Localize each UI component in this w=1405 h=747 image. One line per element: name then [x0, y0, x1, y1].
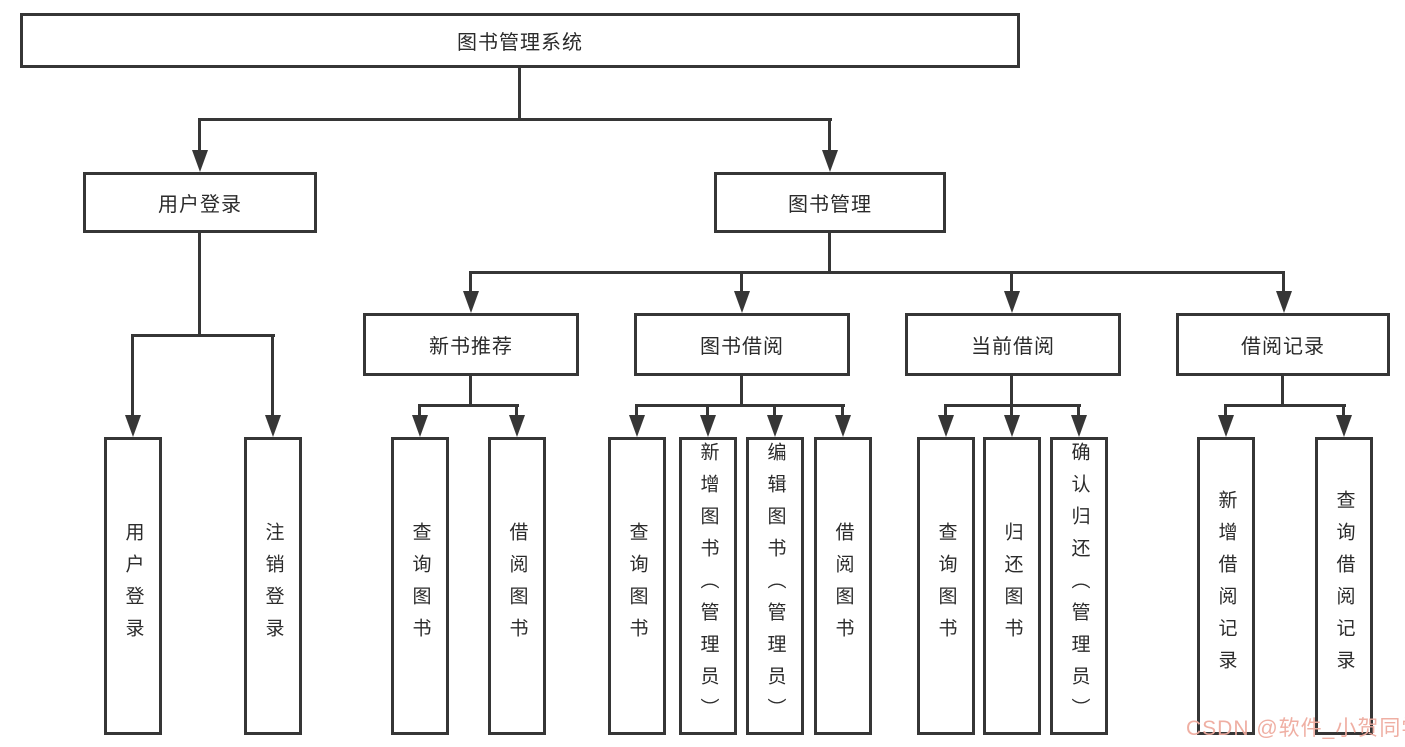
connector-borrow-stem: [740, 376, 743, 406]
leaf-borrow-borrow-books-label: 借阅图书: [832, 522, 854, 650]
node-book-management-label: 图书管理: [788, 194, 872, 216]
leaf-records-add-record: 新增借阅记录: [1197, 437, 1255, 735]
node-root-system: 图书管理系统: [20, 13, 1020, 68]
connector-borrow-branch: [635, 404, 845, 407]
leaf-borrow-edit-books-admin: 编辑图书（管理员）: [746, 437, 804, 735]
connector-book-branch: [469, 271, 1285, 274]
node-new-book-recommend: 新书推荐: [363, 313, 579, 376]
arrow-head-leaf-logout: [265, 415, 281, 437]
leaf-borrow-add-books-admin-label: 新增图书（管理员）: [697, 442, 719, 730]
arrow-head-current-borrow: [1004, 291, 1020, 313]
connector-user-branch: [131, 334, 275, 337]
arrow-head-borrow-records: [1276, 291, 1292, 313]
arrow-line-book-borrow: [740, 273, 743, 293]
arrow-line-records-query: [1342, 406, 1345, 417]
arrow-head-records-query: [1336, 415, 1352, 437]
arrow-head-borrow-add: [700, 415, 716, 437]
arrow-head-borrow-query: [629, 415, 645, 437]
connector-root-stem: [518, 66, 521, 120]
connector-book-stem: [828, 233, 831, 273]
node-current-borrow-label: 当前借阅: [971, 336, 1055, 358]
arrow-line-recommend-query: [418, 406, 421, 417]
leaf-user-login-label: 用户登录: [122, 522, 144, 650]
leaf-borrow-add-books-admin: 新增图书（管理员）: [679, 437, 737, 735]
leaf-current-query-books-label: 查询图书: [935, 522, 957, 650]
arrow-line-user-login: [198, 120, 201, 152]
arrow-head-borrow-borrow: [835, 415, 851, 437]
arrow-line-recommend-borrow: [515, 406, 518, 417]
leaf-borrow-query-books: 查询图书: [608, 437, 666, 735]
leaf-current-confirm-return-admin-label: 确认归还（管理员）: [1068, 442, 1090, 730]
leaf-records-query-record-label: 查询借阅记录: [1333, 490, 1355, 682]
connector-records-stem: [1281, 376, 1284, 406]
leaf-current-return-books-label: 归还图书: [1001, 522, 1023, 650]
leaf-recommend-query-books-label: 查询图书: [409, 522, 431, 650]
arrow-head-new-book-recommend: [463, 291, 479, 313]
arrow-head-recommend-query: [412, 415, 428, 437]
arrow-line-current-borrow: [1010, 273, 1013, 293]
arrow-line-borrow-edit: [773, 406, 776, 417]
arrow-head-book-management: [822, 150, 838, 172]
arrow-head-book-borrow: [734, 291, 750, 313]
arrow-line-new-book-recommend: [469, 273, 472, 293]
arrow-line-borrow-borrow: [841, 406, 844, 417]
arrow-line-current-confirm: [1077, 406, 1080, 417]
arrow-head-current-query: [938, 415, 954, 437]
arrow-line-book-management: [828, 120, 831, 152]
arrow-head-current-return: [1004, 415, 1020, 437]
node-user-login: 用户登录: [83, 172, 317, 233]
leaf-current-return-books: 归还图书: [983, 437, 1041, 735]
leaf-borrow-borrow-books: 借阅图书: [814, 437, 872, 735]
leaf-records-query-record: 查询借阅记录: [1315, 437, 1373, 735]
node-borrow-records-label: 借阅记录: [1241, 336, 1325, 358]
node-book-borrow-label: 图书借阅: [700, 336, 784, 358]
node-root-label: 图书管理系统: [457, 32, 583, 54]
arrow-line-leaf-user-login: [131, 336, 134, 415]
arrow-line-leaf-logout: [271, 336, 274, 415]
connector-current-stem: [1010, 376, 1013, 406]
leaf-recommend-query-books: 查询图书: [391, 437, 449, 735]
connector-records-branch: [1224, 404, 1346, 407]
node-current-borrow: 当前借阅: [905, 313, 1121, 376]
node-book-borrow: 图书借阅: [634, 313, 850, 376]
connector-current-branch: [944, 404, 1081, 407]
node-book-management: 图书管理: [714, 172, 946, 233]
leaf-logout-login: 注销登录: [244, 437, 302, 735]
arrow-head-user-login: [192, 150, 208, 172]
leaf-borrow-query-books-label: 查询图书: [626, 522, 648, 650]
arrow-line-current-return: [1010, 406, 1013, 417]
leaf-current-query-books: 查询图书: [917, 437, 975, 735]
leaf-borrow-edit-books-admin-label: 编辑图书（管理员）: [764, 442, 786, 730]
connector-root-branch: [198, 118, 832, 121]
node-user-login-label: 用户登录: [158, 194, 242, 216]
node-new-book-recommend-label: 新书推荐: [429, 336, 513, 358]
arrow-head-current-confirm: [1071, 415, 1087, 437]
arrow-line-borrow-add: [706, 406, 709, 417]
arrow-line-current-query: [944, 406, 947, 417]
leaf-recommend-borrow-books: 借阅图书: [488, 437, 546, 735]
arrow-line-borrow-query: [635, 406, 638, 417]
connector-user-stem: [198, 233, 201, 336]
leaf-current-confirm-return-admin: 确认归还（管理员）: [1050, 437, 1108, 735]
arrow-head-records-add: [1218, 415, 1234, 437]
connector-recommend-branch: [418, 404, 519, 407]
arrow-head-leaf-user-login: [125, 415, 141, 437]
leaf-recommend-borrow-books-label: 借阅图书: [506, 522, 528, 650]
csdn-watermark: CSDN @软件_小贺同学: [1186, 717, 1405, 740]
leaf-logout-login-label: 注销登录: [262, 522, 284, 650]
node-borrow-records: 借阅记录: [1176, 313, 1390, 376]
arrow-line-records-add: [1224, 406, 1227, 417]
arrow-head-recommend-borrow: [509, 415, 525, 437]
leaf-records-add-record-label: 新增借阅记录: [1215, 490, 1237, 682]
arrow-line-borrow-records: [1282, 273, 1285, 293]
arrow-head-borrow-edit: [767, 415, 783, 437]
leaf-user-login: 用户登录: [104, 437, 162, 735]
connector-recommend-stem: [469, 376, 472, 406]
